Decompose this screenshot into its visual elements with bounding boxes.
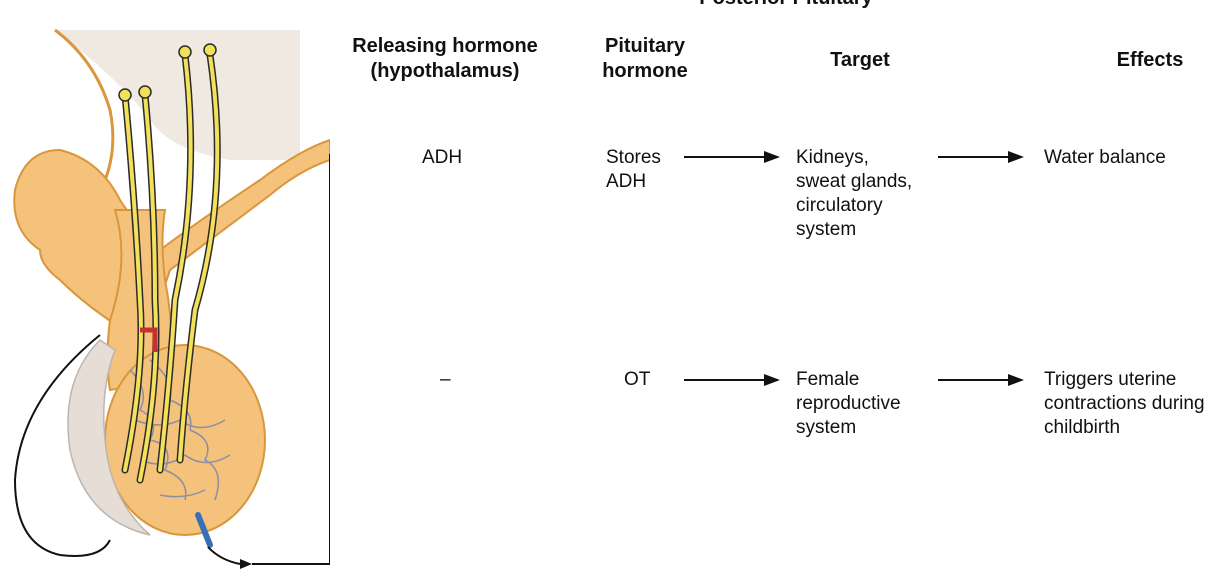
row2-arrow-to-target (684, 374, 780, 386)
vessel-curve (13, 334, 111, 557)
output-arrowhead (240, 559, 252, 569)
row2-releasing: – (440, 369, 451, 390)
row2-arrow-to-effects (938, 374, 1024, 386)
bracket (252, 154, 330, 565)
neuron-cell-bodies (118, 43, 217, 102)
row1-pituitary: Stores ADH (606, 147, 661, 192)
hypothalamus-region (55, 30, 300, 160)
pituitary-illustration (13, 28, 330, 569)
row1-target: Kidneys, sweat glands, circulatory syste… (796, 147, 913, 240)
row2-target: Female reproductive system (796, 369, 901, 438)
row1-arrow-to-effects (938, 151, 1024, 163)
header-effects: Effects (1116, 49, 1184, 71)
row2-effects: Triggers uterine contractions during chi… (1044, 369, 1205, 438)
diagram-title: Posterior Pituitary (616, 0, 956, 10)
axon-bundle (121, 51, 221, 484)
header-target: Target (830, 49, 890, 71)
vein-icon (195, 512, 213, 548)
header-pituitary: Pituitary hormone (602, 35, 688, 82)
row1-arrow-to-target (684, 151, 780, 163)
row1-effects: Water balance (1044, 147, 1166, 168)
output-line (207, 546, 241, 565)
anterior-lobe (67, 339, 151, 536)
row2-pituitary: OT (624, 369, 651, 390)
header-releasing: Releasing hormone (hypothalamus) (352, 35, 538, 82)
row1-releasing: ADH (422, 147, 463, 168)
artery-icon (140, 327, 158, 352)
